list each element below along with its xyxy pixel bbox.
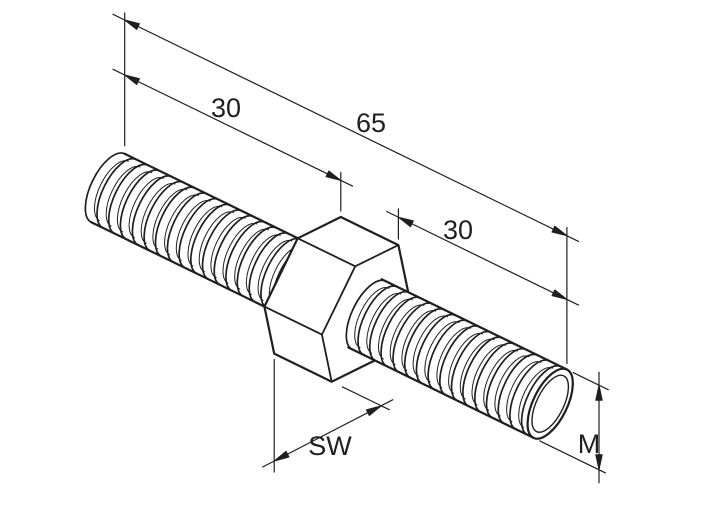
- right-thread-section: [345, 278, 573, 439]
- arrowhead: [551, 289, 568, 300]
- arrowhead: [365, 405, 382, 416]
- dim-label-wrench-size: SW: [308, 431, 352, 461]
- m-extension-top: [572, 372, 609, 391]
- thread-root-lines: [354, 287, 553, 428]
- rod-end-face: [526, 367, 574, 440]
- dim-label-overall-length: 65: [356, 108, 386, 138]
- arrowhead: [595, 454, 603, 471]
- arrowhead: [325, 170, 342, 181]
- arrowhead: [124, 19, 140, 30]
- thread-root-lines: [94, 160, 316, 313]
- dimension-annotations: [112, 12, 609, 484]
- hex-edges: [263, 237, 400, 383]
- dim-line-right: [386, 210, 580, 306]
- rod-outline: [347, 278, 568, 439]
- thread-crest-lines: [84, 152, 325, 320]
- end-face-outline: [526, 367, 574, 440]
- end-face-thread-relief: [531, 374, 570, 433]
- rod-body-mask: [348, 279, 573, 439]
- arrowhead: [273, 450, 290, 462]
- left-thread-section: [84, 152, 329, 323]
- arrowhead: [551, 225, 568, 237]
- dim-label-right-length: 30: [443, 215, 473, 245]
- m-extension-bottom: [539, 440, 607, 474]
- thread-crest-lines: [345, 279, 562, 436]
- extension-lines: [124, 12, 568, 365]
- arrowhead: [124, 74, 140, 85]
- dim-line-left: [112, 68, 354, 187]
- dimension-labels: 30 65 30 SW M: [211, 93, 600, 461]
- arrowhead: [595, 384, 603, 401]
- dim-line-overall: [112, 13, 580, 242]
- arrowhead: [397, 216, 414, 228]
- sw-extension-right: [341, 386, 390, 411]
- dim-label-thread-size: M: [578, 429, 601, 459]
- dim-label-left-length: 30: [211, 93, 241, 123]
